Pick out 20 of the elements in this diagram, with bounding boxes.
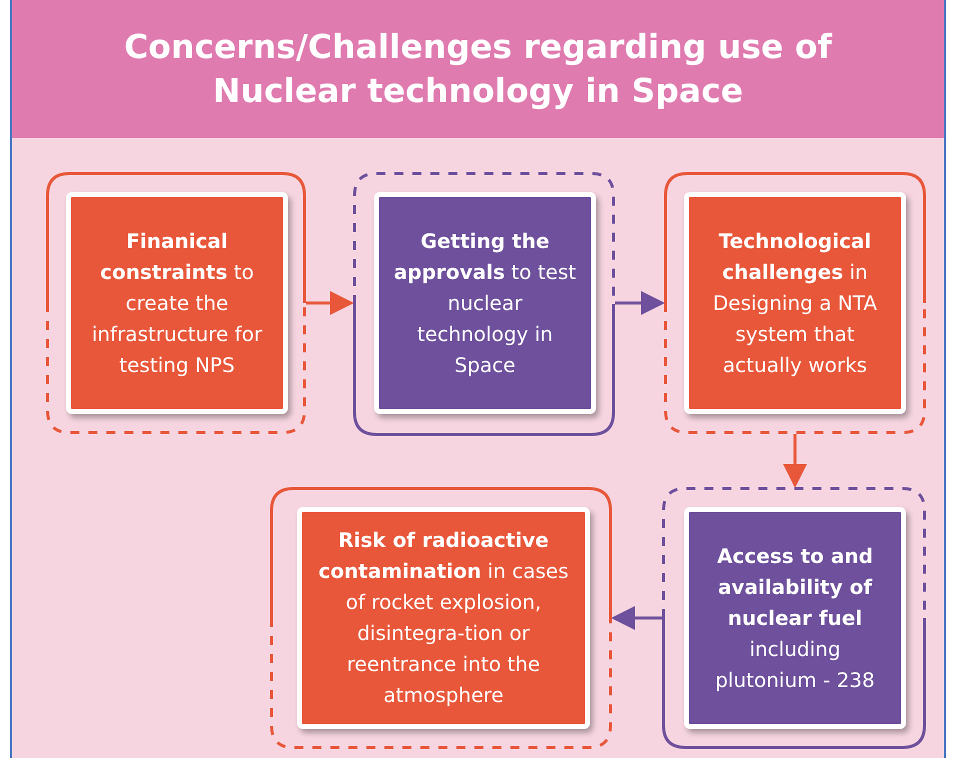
arrow xyxy=(615,291,665,315)
arrow xyxy=(611,606,662,630)
box-text: Access to and availability of nuclear fuel including plutonium - 238 xyxy=(714,542,876,694)
rounded-frame xyxy=(662,487,926,749)
rounded-frame xyxy=(664,172,926,434)
process-box xyxy=(297,507,590,729)
box-text: Finanical constraints to create the infrastructure for testing NPS xyxy=(90,228,264,378)
process-box xyxy=(684,507,906,729)
process-box xyxy=(374,192,596,414)
process-box xyxy=(66,192,288,414)
rounded-frame xyxy=(46,172,306,434)
box-text: Getting the approvals to test nuclear technology in Space xyxy=(392,228,578,378)
process-box xyxy=(684,192,906,414)
arrow xyxy=(306,291,354,315)
box-text: Technological challenges in Designing a NTA system that actually works xyxy=(712,228,878,378)
rounded-frame xyxy=(270,487,612,749)
arrow xyxy=(783,434,807,488)
rounded-frame xyxy=(353,172,615,436)
box-text: Risk of radioactive contamination in cases of rocket explosion, disintegra-tion or reentrance into the atmosphere xyxy=(317,527,570,709)
title: Concerns/Challenges regarding use of Nuclear technology in Space xyxy=(123,26,834,112)
